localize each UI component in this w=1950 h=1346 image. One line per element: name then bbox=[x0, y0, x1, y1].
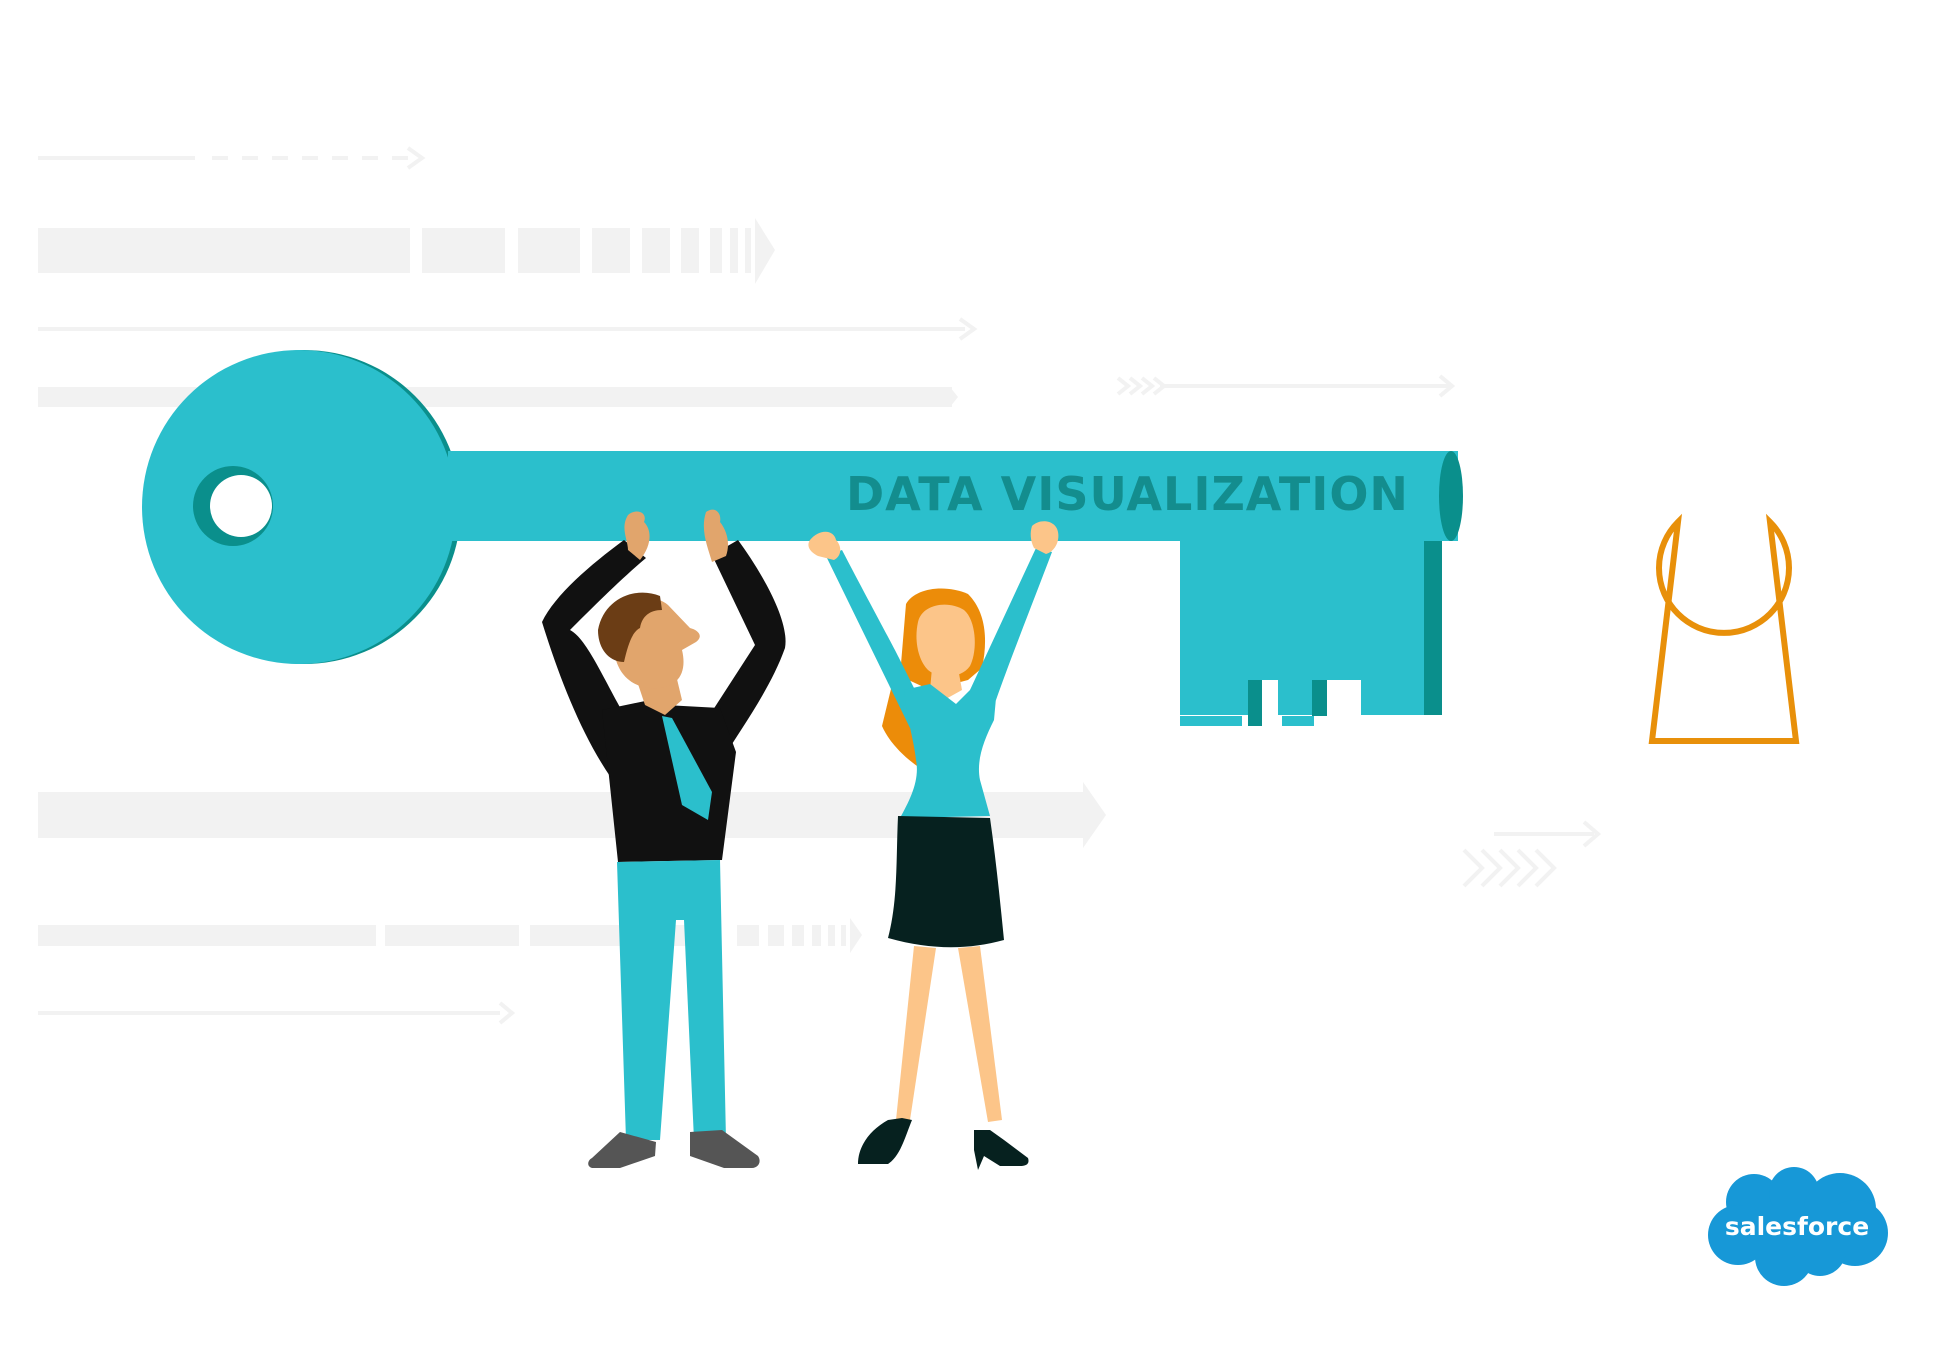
speed-line bbox=[38, 218, 775, 284]
speed-line bbox=[38, 918, 862, 953]
speed-line bbox=[1462, 820, 1602, 888]
salesforce-logo: salesforce bbox=[1708, 1167, 1888, 1286]
salesforce-wordmark: salesforce bbox=[1725, 1212, 1869, 1241]
speed-line bbox=[38, 146, 426, 170]
keyhole-icon bbox=[1648, 513, 1800, 744]
speed-line bbox=[38, 1001, 516, 1025]
speed-line bbox=[38, 317, 978, 341]
key-label: DATA VISUALIZATION bbox=[846, 467, 1409, 521]
woman-figure bbox=[808, 521, 1059, 1170]
key-icon: DATA VISUALIZATION bbox=[142, 350, 1463, 726]
salesforce-cloud-logo bbox=[1708, 1167, 1888, 1286]
speed-line bbox=[1116, 374, 1456, 398]
speed-line bbox=[38, 387, 958, 407]
man-figure bbox=[542, 509, 786, 1168]
key-bit bbox=[1180, 541, 1442, 726]
